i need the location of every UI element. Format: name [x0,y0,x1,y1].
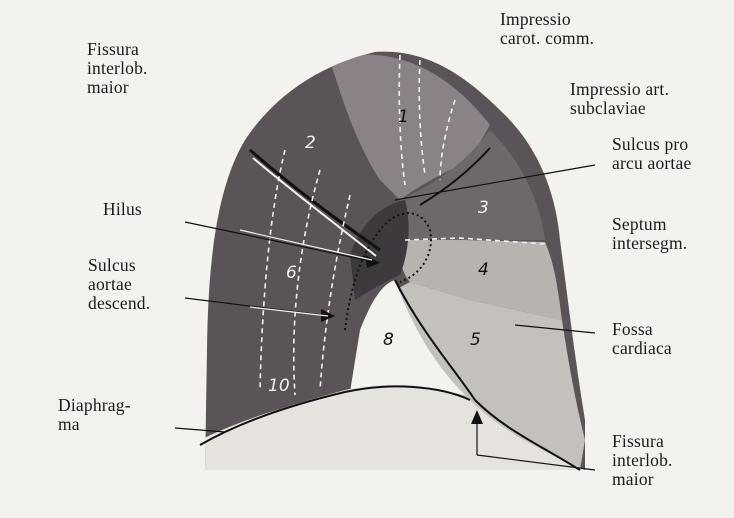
label-fissura-interlob-top: Fissura interlob. maior [87,40,148,97]
label-sulcus-aortae-descend: Sulcus aortae descend. [88,256,150,313]
segment-number-1: 1 [398,107,409,127]
label-fossa-cardiaca: Fossa cardiaca [612,320,672,358]
label-impressio-carot: Impressio carot. comm. [500,10,594,48]
segment-number-2: 2 [305,133,316,153]
segment-number-4: 4 [478,260,489,280]
label-sulcus-pro-arcu-aortae: Sulcus pro arcu aortae [612,135,691,173]
label-fissura-interlob-bottom: Fissura interlob. maior [612,432,673,489]
segment-number-5: 5 [470,330,481,350]
label-diaphragma: Diaphrag- ma [58,396,131,434]
label-hilus: Hilus [103,200,142,219]
segment-number-6: 6 [286,263,297,283]
segment-number-8: 8 [383,330,394,350]
segment-number-3: 3 [478,198,489,218]
label-septum-intersegm: Septum intersegm. [612,215,687,253]
segment-number-10: 10 [268,376,290,396]
label-impressio-art-subclaviae: Impressio art. subclaviae [570,80,669,118]
